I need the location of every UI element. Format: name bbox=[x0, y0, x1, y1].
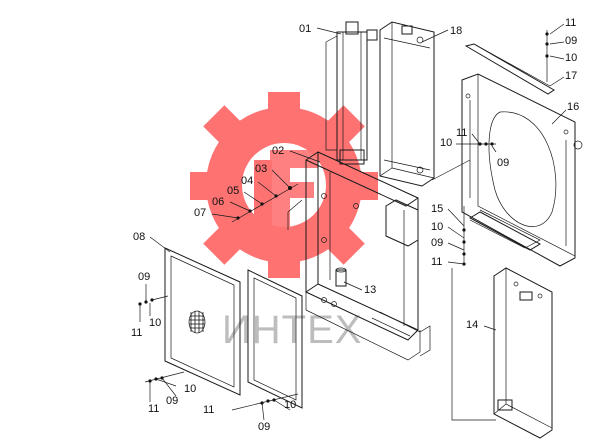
callout-18: 18 bbox=[421, 25, 462, 43]
svg-text:15: 15 bbox=[431, 203, 443, 215]
svg-text:10: 10 bbox=[431, 221, 443, 233]
svg-text:10: 10 bbox=[440, 137, 452, 149]
callout-11-left: 11 bbox=[131, 327, 142, 339]
svg-text:11: 11 bbox=[565, 17, 576, 29]
small-gasket-plate bbox=[247, 269, 303, 409]
callout-11-bottom: 11 bbox=[148, 403, 159, 415]
callout-10-bottom-right: 10 bbox=[284, 399, 296, 411]
fastener-stack-left bbox=[138, 284, 169, 322]
svg-text:13: 13 bbox=[364, 284, 376, 296]
svg-text:04: 04 bbox=[241, 175, 253, 187]
fastener-stack-bottom bbox=[144, 371, 185, 402]
svg-text:09: 09 bbox=[258, 421, 270, 433]
callout-10-top-right: 10 bbox=[549, 52, 577, 64]
callout-10-center: 10 bbox=[440, 137, 476, 149]
callout-10-left: 10 bbox=[149, 317, 161, 329]
callout-15: 15 bbox=[431, 203, 465, 227]
svg-text:11: 11 bbox=[131, 327, 142, 339]
callout-13: 13 bbox=[343, 281, 376, 296]
svg-text:11: 11 bbox=[203, 404, 214, 416]
svg-text:18: 18 bbox=[450, 25, 462, 37]
routing-lines bbox=[287, 159, 496, 421]
callout-03: 03 bbox=[255, 163, 291, 189]
callout-06: 06 bbox=[212, 196, 251, 212]
callout-02: 02 bbox=[272, 145, 321, 163]
callout-01: 01 bbox=[299, 23, 342, 35]
svg-text:14: 14 bbox=[466, 319, 478, 331]
svg-text:09: 09 bbox=[431, 237, 443, 249]
callout-09-right: 09 bbox=[431, 237, 465, 251]
svg-text:10: 10 bbox=[565, 52, 577, 64]
svg-text:03: 03 bbox=[255, 163, 267, 175]
part-15-lower-plate bbox=[468, 211, 542, 251]
center-frame bbox=[305, 151, 431, 361]
svg-text:09: 09 bbox=[166, 395, 178, 407]
svg-text:09: 09 bbox=[565, 35, 577, 47]
svg-text:09: 09 bbox=[138, 271, 150, 283]
part-18-radiator-core bbox=[379, 21, 435, 187]
svg-text:05: 05 bbox=[227, 185, 239, 197]
callout-09-left: 09 bbox=[138, 271, 150, 283]
callout-16: 16 bbox=[551, 101, 579, 125]
svg-text:10: 10 bbox=[149, 317, 161, 329]
callout-11-top-right: 11 bbox=[549, 17, 576, 35]
callout-08: 08 bbox=[133, 231, 171, 253]
fastener-stack-right-mid bbox=[462, 206, 466, 266]
fastener-stack-bottom-right bbox=[231, 393, 299, 421]
callout-09-bottom-right: 09 bbox=[258, 421, 270, 433]
svg-text:10: 10 bbox=[284, 399, 296, 411]
svg-text:02: 02 bbox=[272, 145, 284, 157]
part-17-top-plate bbox=[464, 43, 555, 95]
svg-text:11: 11 bbox=[148, 403, 159, 415]
callout-17: 17 bbox=[549, 70, 577, 87]
svg-text:11: 11 bbox=[431, 256, 442, 268]
callout-10-bottom: 10 bbox=[184, 383, 196, 395]
callout-09-bottom: 09 bbox=[166, 395, 178, 407]
callout-10-right: 10 bbox=[431, 221, 465, 239]
part-14-oil-cooler bbox=[493, 267, 553, 439]
svg-text:17: 17 bbox=[565, 70, 577, 82]
svg-text:01: 01 bbox=[299, 23, 311, 35]
callout-04: 04 bbox=[241, 175, 277, 197]
watermark-text: ИНТЕХ bbox=[222, 308, 362, 352]
part-08-gasket bbox=[164, 247, 241, 396]
part-16-fan-shroud bbox=[461, 73, 583, 267]
fastener-stack-right-top bbox=[545, 30, 549, 82]
callout-11-right: 11 bbox=[431, 256, 465, 268]
svg-text:06: 06 bbox=[212, 196, 224, 208]
svg-text:09: 09 bbox=[497, 157, 509, 169]
callout-09-center: 09 bbox=[491, 145, 509, 169]
callout-07: 07 bbox=[194, 207, 239, 219]
svg-text:07: 07 bbox=[194, 207, 206, 219]
svg-text:16: 16 bbox=[567, 101, 579, 113]
part-01-tube bbox=[325, 21, 378, 165]
callout-05: 05 bbox=[227, 185, 263, 205]
svg-text:08: 08 bbox=[133, 231, 145, 243]
callout-11-bottom-right: 11 bbox=[203, 404, 214, 416]
callout-14: 14 bbox=[466, 319, 497, 331]
watermark-gear-logo bbox=[190, 92, 378, 278]
svg-text:10: 10 bbox=[184, 383, 196, 395]
callout-09-top-right: 09 bbox=[549, 35, 577, 47]
svg-text:11: 11 bbox=[456, 127, 467, 139]
callout-11-center: 11 bbox=[456, 127, 481, 145]
